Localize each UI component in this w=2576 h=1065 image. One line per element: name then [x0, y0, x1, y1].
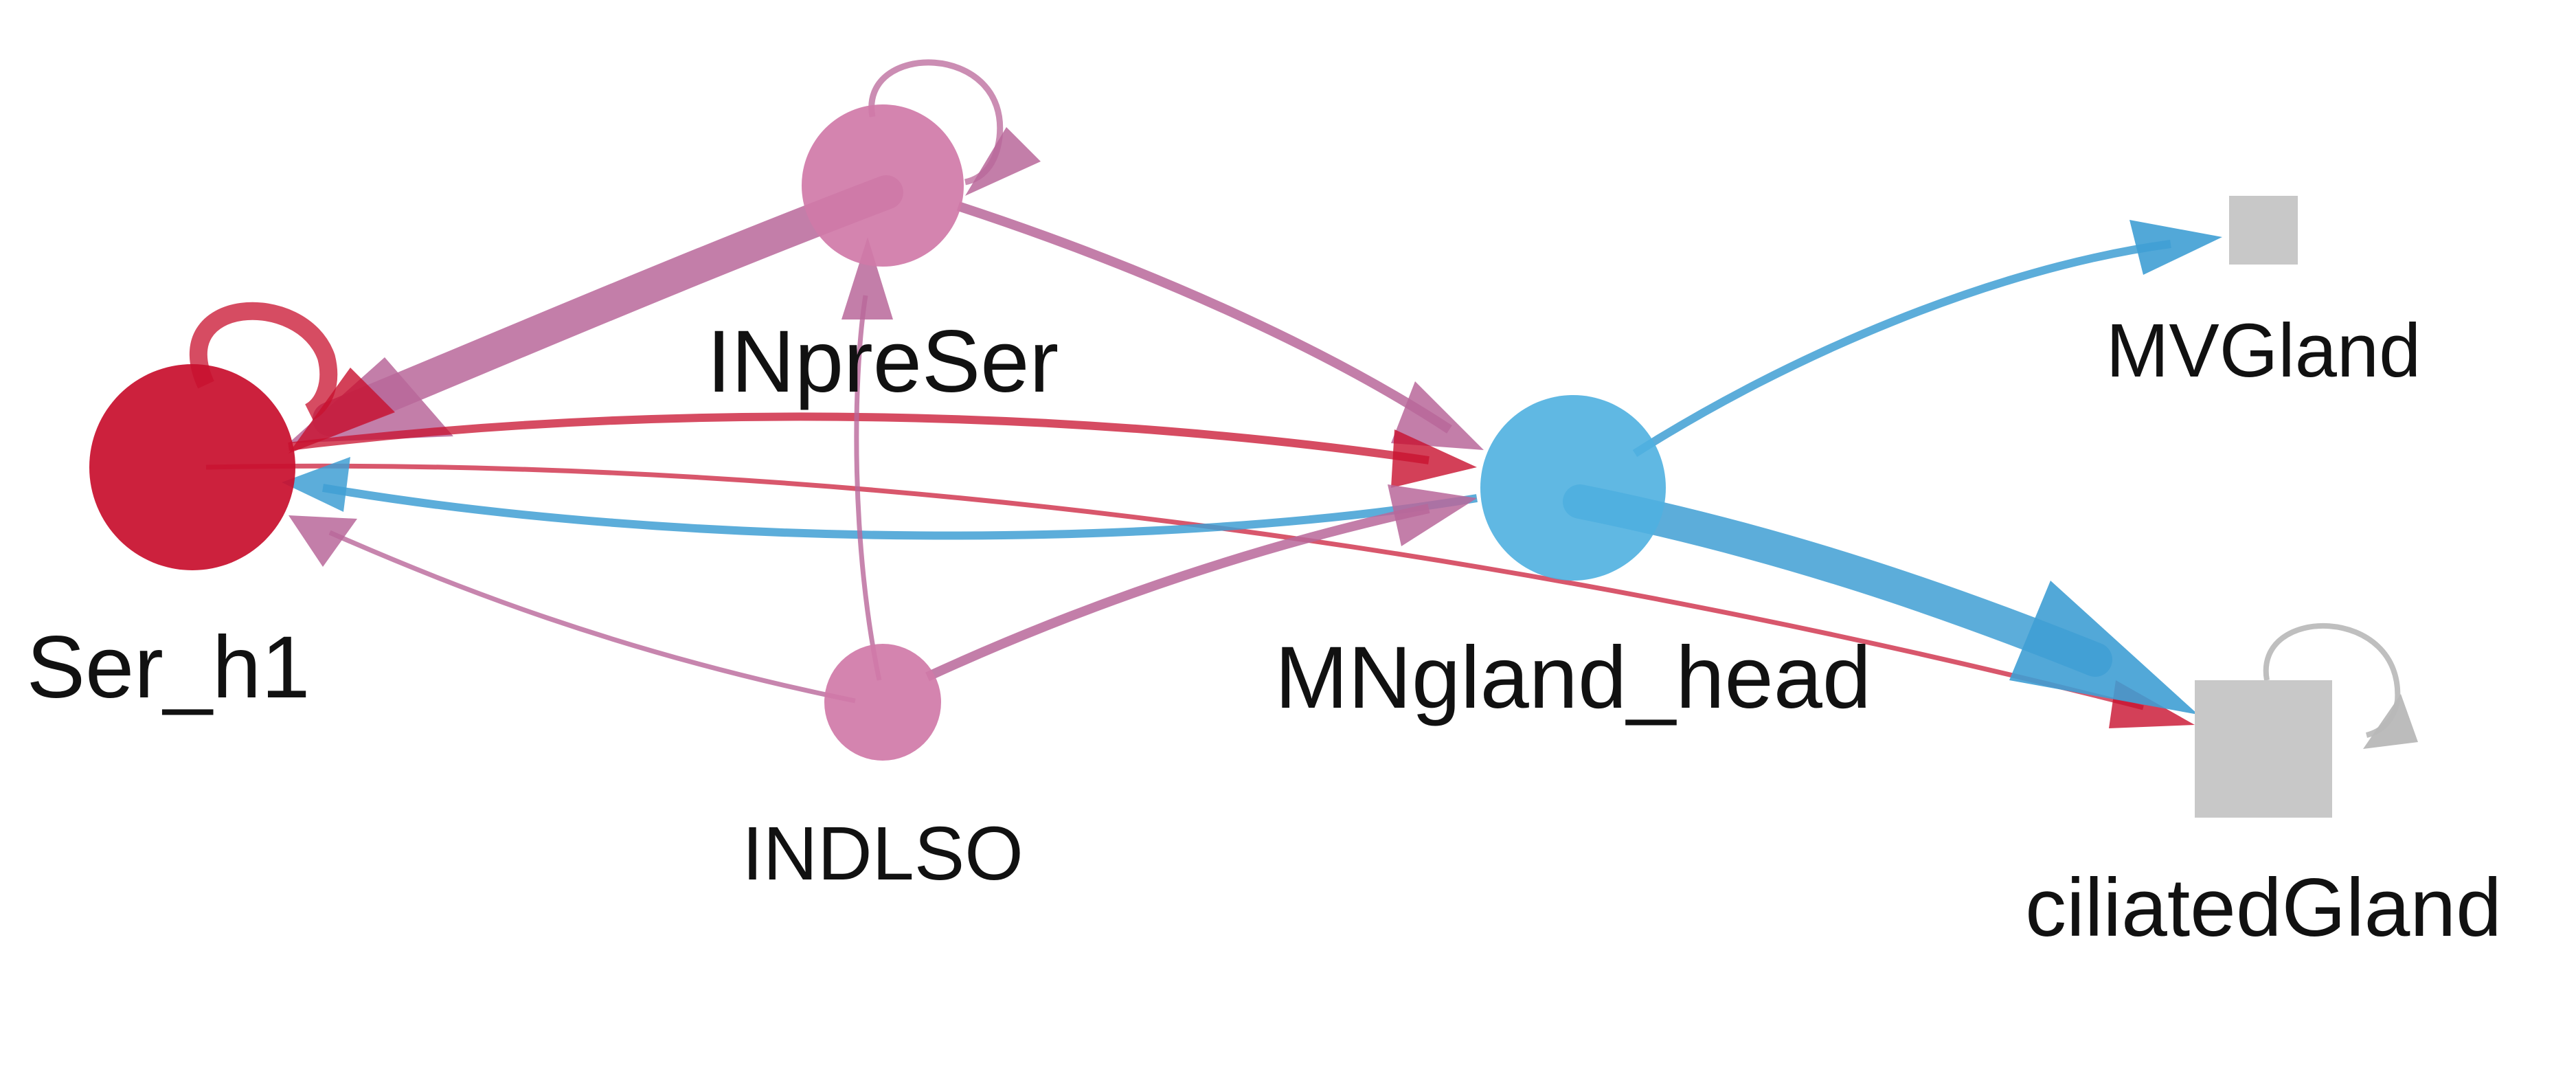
node-ser-h1[interactable] [89, 364, 295, 570]
arrowhead-mngland-head-to-mvgland [2129, 220, 2222, 275]
edge-indlso-to-inpreser [854, 295, 882, 681]
arrowhead-ser-h1-self [289, 368, 395, 453]
arrowhead-indlso-to-inpreser [841, 237, 893, 320]
node-mvgland[interactable] [2229, 196, 2298, 265]
edge-mngland-head-to-mvgland [1632, 240, 2171, 458]
arrowhead-mngland-head-to-ciliatedgland [2009, 581, 2198, 715]
node-indlso[interactable] [824, 644, 941, 761]
arrowhead-ciliatedgland-self [2363, 694, 2418, 749]
label-mvgland: MVGland [2106, 309, 2421, 393]
arrowhead-indlso-to-mngland-head [1388, 484, 1477, 546]
arrowhead-ser-h1-to-mngland-head [1391, 429, 1477, 488]
label-indlso: INDLSO [742, 811, 1024, 896]
labels-layer: Ser_h1 INpreSer INDLSO MNgland_head MVGl… [27, 309, 2502, 954]
edges-layer [189, 59, 2418, 749]
label-inpreser: INpreSer [707, 313, 1059, 411]
edge-inpreser-to-mngland-head [956, 201, 1452, 434]
node-mngland-head[interactable] [1480, 395, 1666, 581]
arrowhead-inpreser-self [965, 127, 1041, 196]
label-ciliatedgland: ciliatedGland [2025, 862, 2502, 954]
node-ciliatedgland[interactable] [2195, 680, 2332, 818]
arrowhead-mngland-head-to-ser-h1 [282, 457, 350, 512]
label-ser-h1: Ser_h1 [27, 618, 310, 717]
edge-indlso-to-mngland-head [925, 504, 1430, 682]
edge-ser-h1-self-loop [189, 302, 338, 421]
edge-ser-h1-to-mngland-head [288, 412, 1430, 464]
label-mngland-head: MNgland_head [1275, 629, 1871, 727]
arrowhead-indlso-to-ser-h1 [289, 515, 357, 567]
nodes-layer [89, 104, 2332, 818]
edge-indlso-to-ser-h1 [328, 530, 856, 704]
node-inpreser[interactable] [802, 104, 964, 267]
edge-mngland-head-to-ser-h1 [321, 484, 1478, 540]
arrowhead-inpreser-to-mngland-head [1391, 381, 1484, 450]
